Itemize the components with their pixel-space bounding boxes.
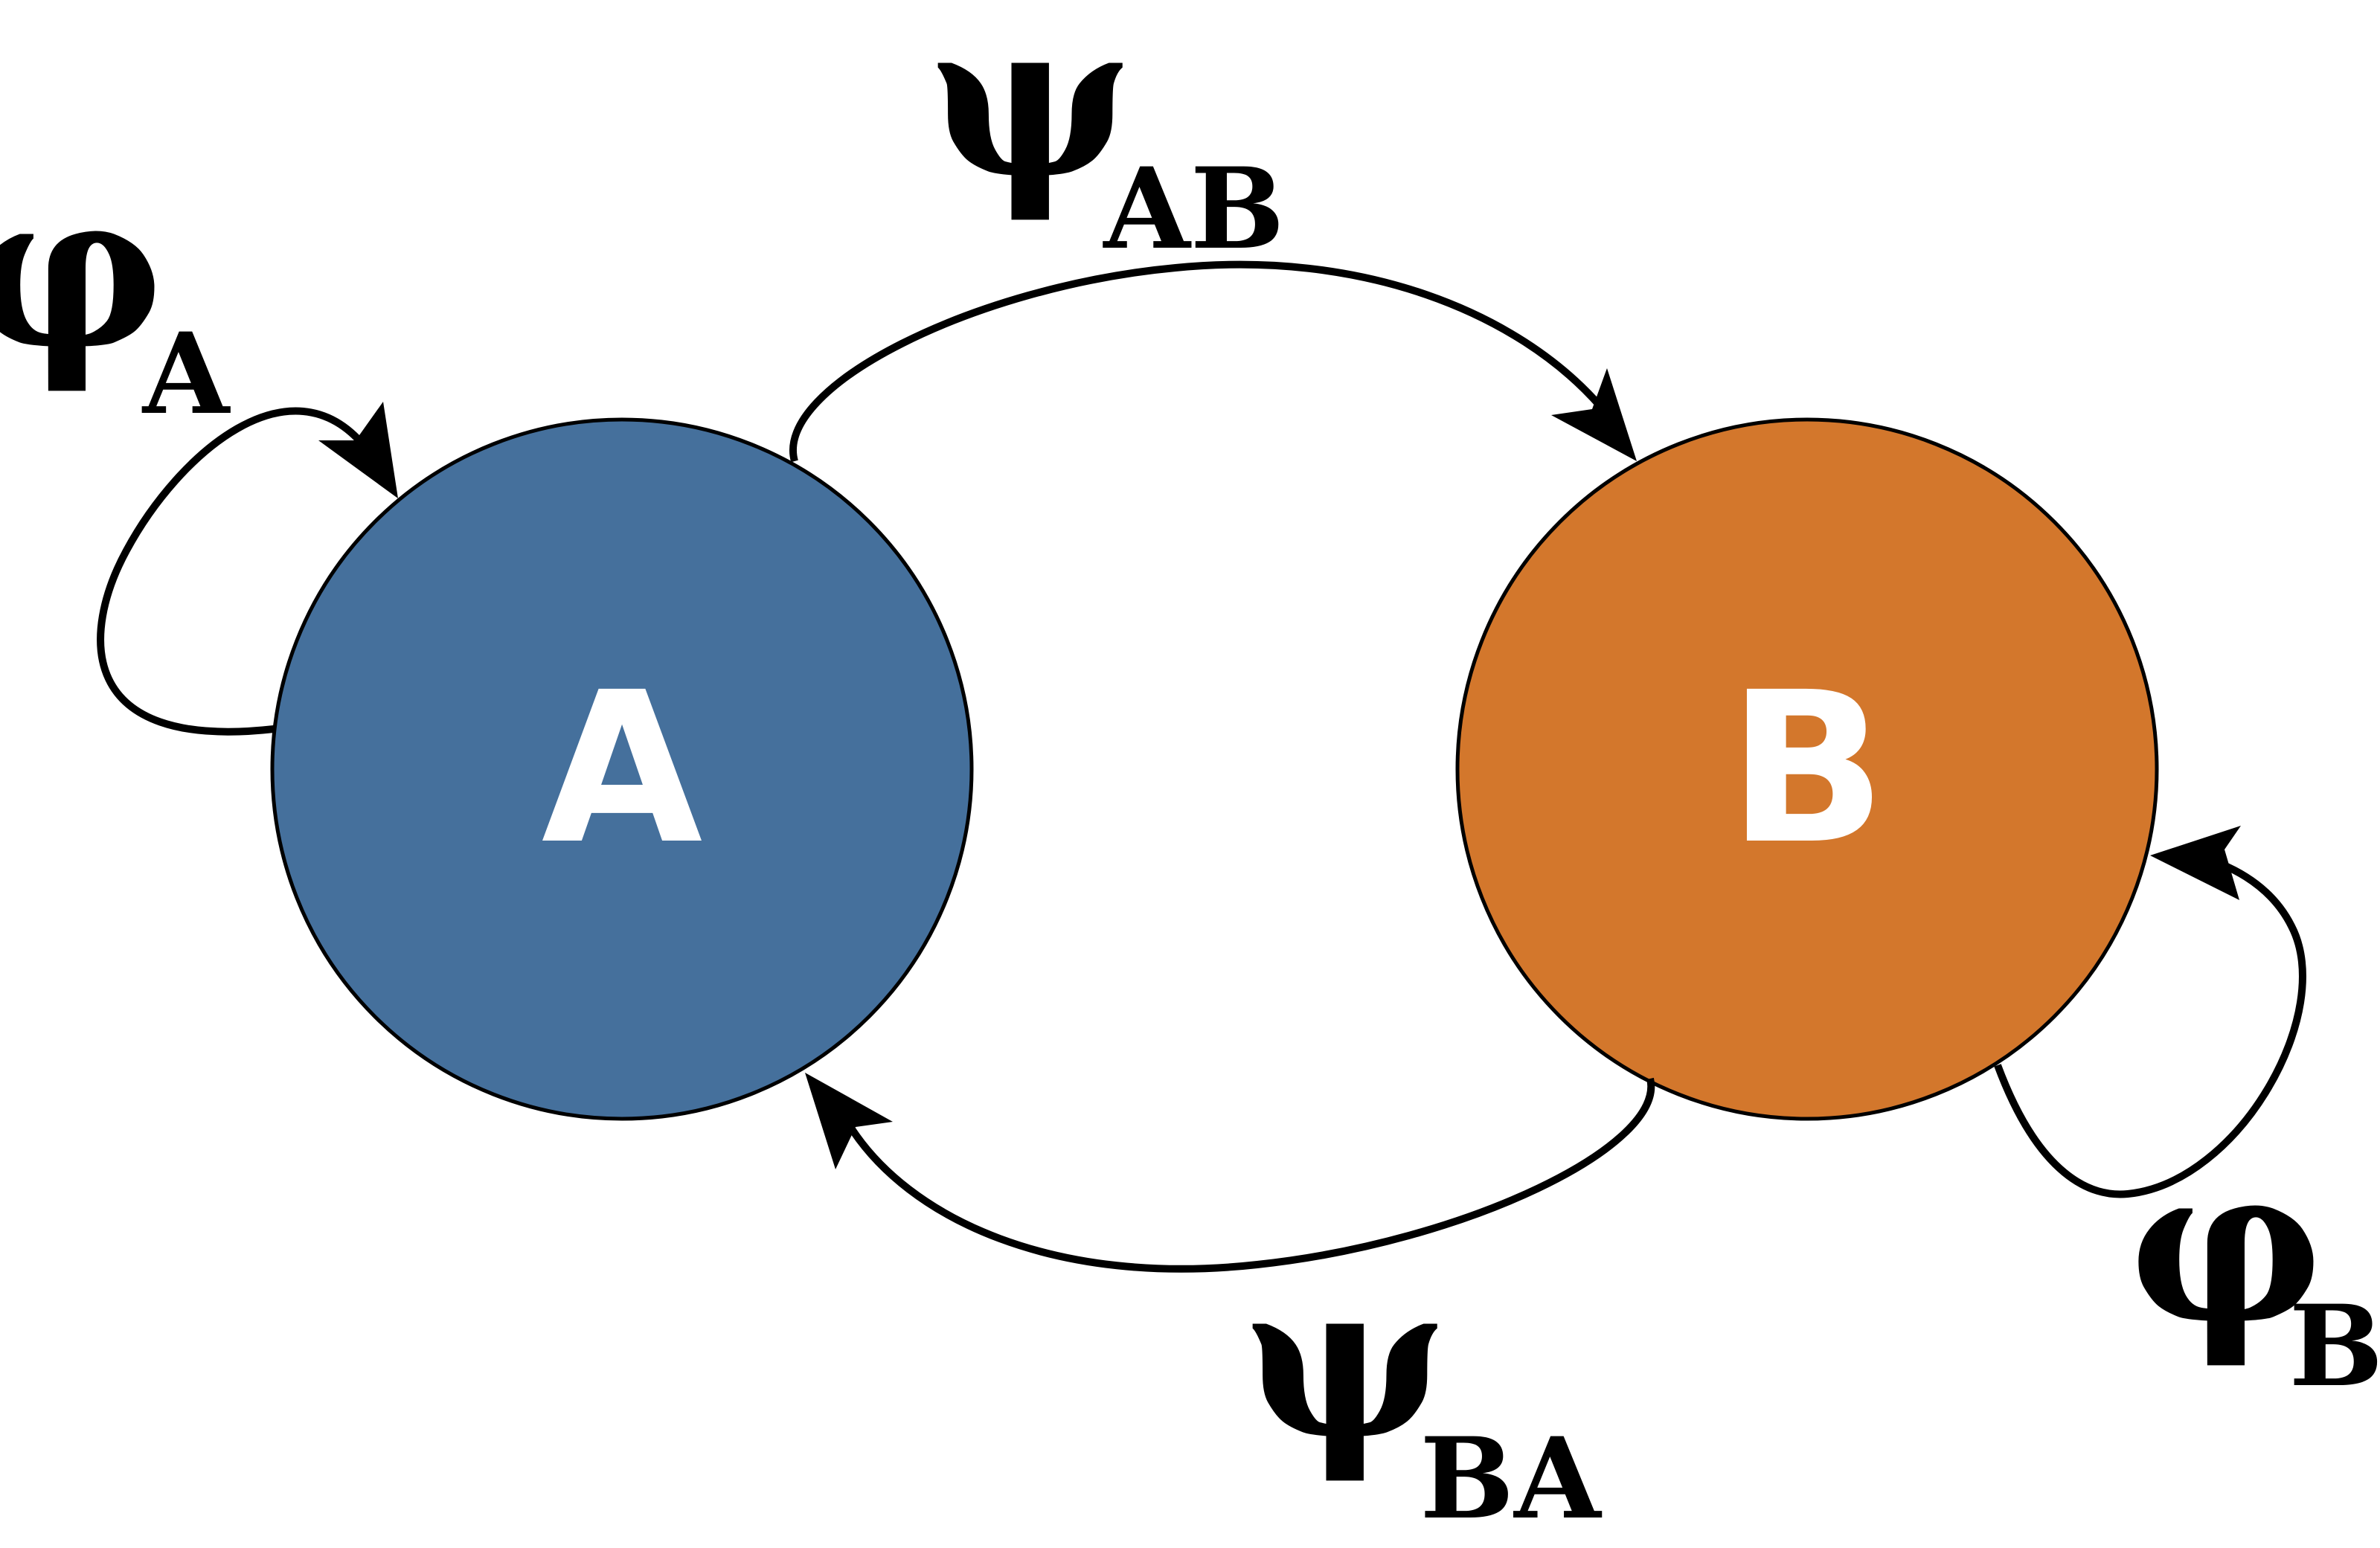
label-psi-ba-subscript: BA (1420, 1413, 1603, 1544)
label-psi-ab: ψ AB (928, 0, 1284, 274)
label-phi-a-subscript: A (141, 309, 231, 440)
edge-b-to-a-path (844, 1077, 1655, 1273)
node-a: A (270, 417, 974, 1121)
label-phi-b-symbol: φ (2129, 1119, 2323, 1372)
self-loop-a-path (97, 407, 368, 736)
node-a-label: A (542, 648, 705, 890)
node-b: B (1455, 417, 2159, 1121)
self-loop-a-arrowhead (318, 402, 398, 498)
self-loop-b-arrowhead (2150, 826, 2241, 900)
self-loop-b-path (1994, 852, 2306, 1198)
edge-b-to-a (805, 1073, 1655, 1273)
label-phi-b: φ B (2129, 1119, 2380, 1412)
node-a-circle (270, 417, 974, 1121)
edge-a-to-b (789, 260, 1637, 463)
edge-self-b (1994, 826, 2306, 1198)
label-phi-b-subscript: B (2289, 1281, 2380, 1412)
edge-a-to-b-arrowhead (1551, 368, 1637, 461)
node-b-circle (1455, 417, 2159, 1121)
edge-self-a (97, 402, 398, 736)
label-psi-ba-symbol: ψ (1243, 1234, 1446, 1487)
node-b-label: B (1728, 648, 1886, 890)
label-psi-ba: ψ BA (1243, 1234, 1603, 1544)
label-psi-ab-subscript: AB (1102, 144, 1284, 274)
label-psi-ab-symbol: ψ (928, 0, 1132, 226)
edge-b-to-a-arrowhead (805, 1073, 893, 1169)
label-phi-a-symbol: φ (0, 144, 164, 397)
label-phi-a: φ A (0, 144, 231, 440)
edge-a-to-b-path (789, 260, 1603, 463)
